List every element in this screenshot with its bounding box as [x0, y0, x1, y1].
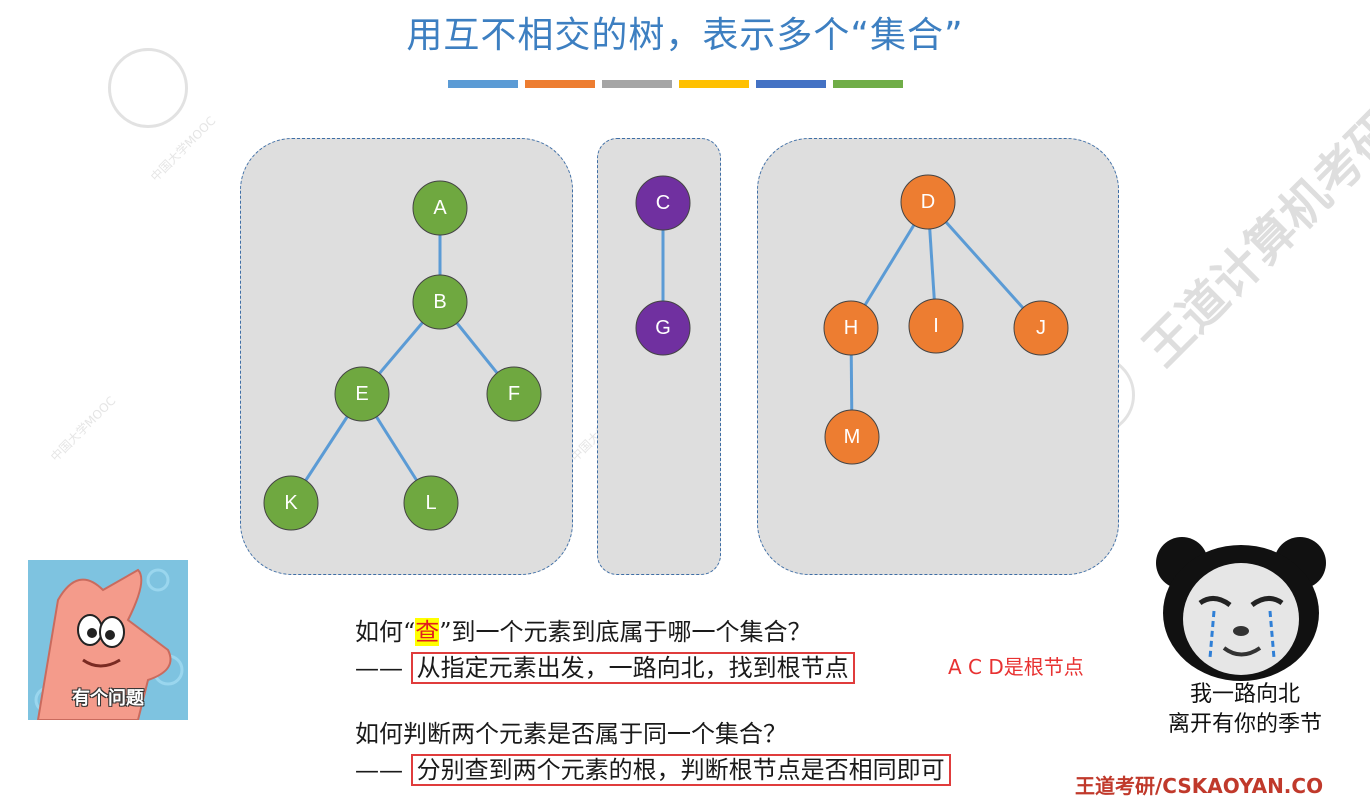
node-label: M: [844, 426, 861, 448]
tree-node-J: J: [1013, 300, 1069, 356]
node-label: H: [844, 317, 858, 339]
panda-caption-line1: 我一路向北: [1189, 682, 1300, 707]
node-circle: [486, 366, 542, 422]
answer-same-set-line: —— 分别查到两个元素的根，判断根节点是否相同即可: [355, 750, 951, 786]
tree-node-A: A: [412, 180, 468, 236]
watermark-seal: [108, 48, 188, 128]
tree-node-F: F: [486, 366, 542, 422]
tree-node-L: L: [403, 475, 459, 531]
tree-node-E: E: [334, 366, 390, 422]
node-circle: [412, 180, 468, 236]
node-label: K: [284, 492, 298, 514]
question-find: 如何“查”到一个元素到底属于哪一个集合？: [355, 612, 812, 647]
node-label: L: [425, 492, 436, 514]
node-label: G: [655, 317, 671, 339]
question-find-prefix: 如何“: [355, 618, 416, 646]
root-nodes-note: A C D是根节点: [948, 655, 1084, 679]
meme-panda-image: [1156, 537, 1326, 681]
tree-node-K: K: [263, 475, 319, 531]
node-label: E: [355, 383, 368, 405]
node-label: F: [508, 383, 520, 405]
node-circle: [823, 300, 879, 356]
accent-bar: [525, 80, 595, 88]
accent-bar: [679, 80, 749, 88]
node-label: C: [656, 192, 670, 214]
answer-dash: ——: [355, 654, 411, 682]
brand-footer: 王道考研/CSKAOYAN.CO: [1075, 774, 1324, 798]
tree-node-G: G: [635, 300, 691, 356]
meme-panda-caption: 我一路向北 离开有你的季节: [1140, 680, 1350, 740]
answer-same-set-box: 分别查到两个元素的根，判断根节点是否相同即可: [410, 754, 951, 786]
node-circle: [263, 475, 319, 531]
tree-edge-D-J: [926, 200, 1043, 330]
node-circle: [334, 366, 390, 422]
panda-caption-line2: 离开有你的季节: [1167, 712, 1322, 737]
answer-find-line: —— 从指定元素出发，一路向北，找到根节点: [355, 648, 855, 684]
node-label: B: [433, 291, 446, 313]
node-label: D: [921, 191, 935, 213]
question-find-suffix: ”到一个元素到底属于哪一个集合？: [439, 618, 812, 646]
node-circle: [900, 174, 956, 230]
answer-find-box: 从指定元素出发，一路向北，找到根节点: [410, 652, 855, 684]
node-circle: [635, 175, 691, 231]
node-circle: [908, 298, 964, 354]
node-label: A: [433, 197, 447, 219]
highlight-find-keyword: 查: [415, 618, 440, 646]
answer-dash: ——: [355, 756, 411, 784]
tree-node-B: B: [412, 274, 468, 330]
node-label: J: [1036, 317, 1046, 339]
node-circle: [412, 274, 468, 330]
tree-node-M: M: [824, 409, 880, 465]
accent-bar: [602, 80, 672, 88]
question-same-set: 如何判断两个元素是否属于同一个集合？: [355, 720, 787, 748]
node-label: I: [933, 315, 939, 337]
node-circle: [635, 300, 691, 356]
slide-title: 用互不相交的树，表示多个“集合”: [406, 15, 964, 56]
tree-node-D: D: [900, 174, 956, 230]
node-circle: [1013, 300, 1069, 356]
accent-bar: [833, 80, 903, 88]
node-circle: [824, 409, 880, 465]
tree-node-C: C: [635, 175, 691, 231]
patrick-illustration: [34, 568, 184, 720]
tree-node-I: I: [908, 298, 964, 354]
node-circle: [403, 475, 459, 531]
meme-patrick-image: 有个问题: [28, 560, 188, 720]
accent-bar: [756, 80, 826, 88]
accent-bar: [448, 80, 518, 88]
meme-patrick-caption: 有个问题: [72, 688, 144, 709]
tree-node-H: H: [823, 300, 879, 356]
